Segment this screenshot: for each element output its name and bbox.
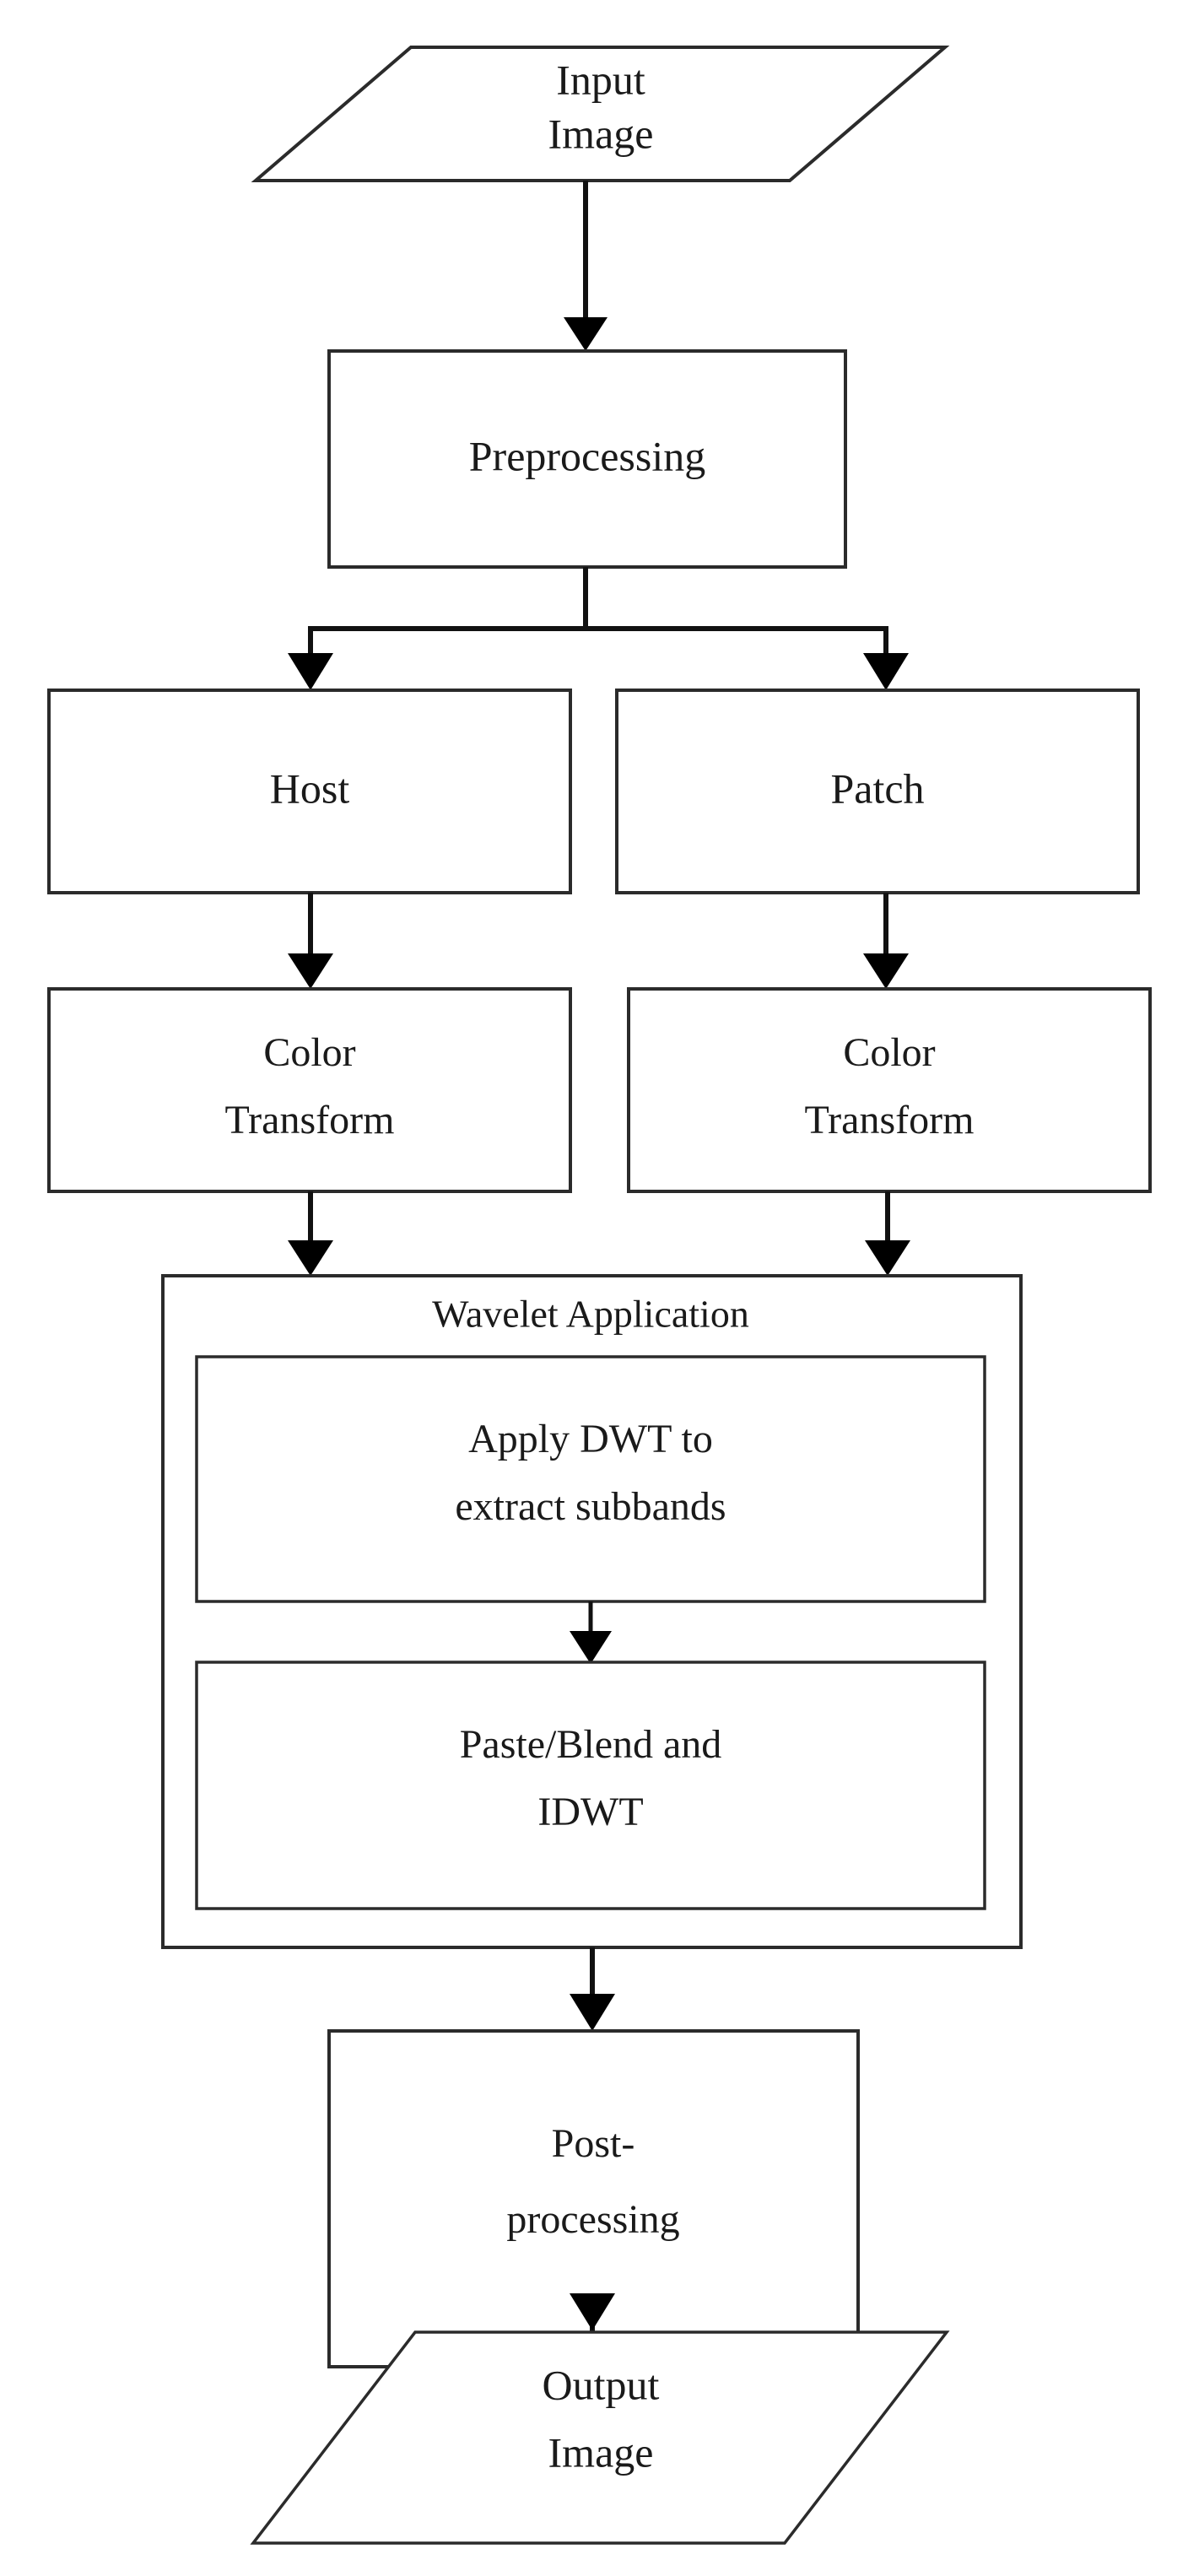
node-input-image[interactable]: Input Image: [251, 46, 950, 182]
edge-preprocessing-split: [288, 567, 909, 690]
input-image-label-line1: Input: [556, 56, 645, 103]
edge-patch-to-color-transform: [863, 893, 909, 989]
apply-dwt-label-line1: Apply DWT to: [468, 1417, 713, 1461]
paste-blend-idwt-shape: [195, 1661, 986, 1910]
host-shape: [47, 689, 572, 894]
patch-shape: [615, 689, 1140, 894]
edge-color-transform-right-to-wavelet: [865, 1191, 910, 1276]
arrowhead-icon-right: [863, 653, 909, 690]
apply-dwt-shape: [195, 1355, 986, 1603]
node-post-processing[interactable]: Post- processing: [327, 2029, 860, 2368]
edge-input-to-preprocessing: [564, 181, 608, 351]
input-image-shape: [251, 46, 950, 182]
preprocessing-shape: [327, 349, 847, 569]
edge-color-transform-left-to-wavelet: [288, 1191, 333, 1276]
host-label: Host: [270, 764, 350, 812]
color-transform-left-label-line2: Transform: [225, 1098, 395, 1142]
arrowhead-icon: [564, 317, 608, 351]
edge-wavelet-to-post-processing: [570, 1947, 615, 2031]
input-image-label-line2: Image: [548, 110, 654, 157]
color-transform-right-shape: [627, 987, 1152, 1193]
color-transform-left-label-line1: Color: [263, 1030, 355, 1075]
apply-dwt-label-line2: extract subbands: [455, 1484, 726, 1529]
node-output-image[interactable]: Output Image: [250, 2330, 950, 2545]
arrowhead-icon: [863, 953, 909, 989]
node-color-transform-left[interactable]: Color Transform: [47, 987, 572, 1193]
output-image-shape: [250, 2330, 950, 2545]
arrowhead-icon: [288, 953, 333, 989]
node-color-transform-right[interactable]: Color Transform: [627, 987, 1152, 1193]
preprocessing-label: Preprocessing: [469, 432, 706, 479]
wavelet-application-header: Wavelet Application: [432, 1293, 749, 1336]
color-transform-right-label-line1: Color: [843, 1030, 935, 1075]
arrowhead-icon: [570, 2293, 615, 2330]
edge-host-to-color-transform: [288, 893, 333, 989]
arrowhead-icon: [570, 1994, 615, 2031]
color-transform-left-shape: [47, 987, 572, 1193]
output-image-label-line1: Output: [543, 2361, 660, 2408]
node-wavelet-application[interactable]: Wavelet Application Apply DWT to extract…: [161, 1274, 1023, 1949]
patch-label: Patch: [830, 764, 924, 812]
paste-blend-idwt-label-line2: IDWT: [537, 1790, 643, 1834]
node-paste-blend-idwt[interactable]: Paste/Blend and IDWT: [195, 1661, 986, 1910]
arrowhead-icon: [288, 1240, 333, 1276]
edge-apply-dwt-to-paste-blend: [570, 1601, 612, 1664]
arrowhead-icon-left: [288, 653, 333, 690]
output-image-label-line2: Image: [548, 2428, 654, 2476]
arrowhead-icon: [865, 1240, 910, 1276]
post-processing-label-line1: Post-: [552, 2121, 635, 2166]
color-transform-right-label-line2: Transform: [805, 1098, 975, 1142]
node-host[interactable]: Host: [47, 689, 572, 894]
arrowhead-icon: [570, 1631, 612, 1664]
node-patch[interactable]: Patch: [615, 689, 1140, 894]
node-apply-dwt[interactable]: Apply DWT to extract subbands: [195, 1355, 986, 1603]
post-processing-label-line2: processing: [506, 2197, 679, 2242]
paste-blend-idwt-label-line1: Paste/Blend and: [460, 1722, 722, 1767]
node-preprocessing[interactable]: Preprocessing: [327, 349, 847, 569]
